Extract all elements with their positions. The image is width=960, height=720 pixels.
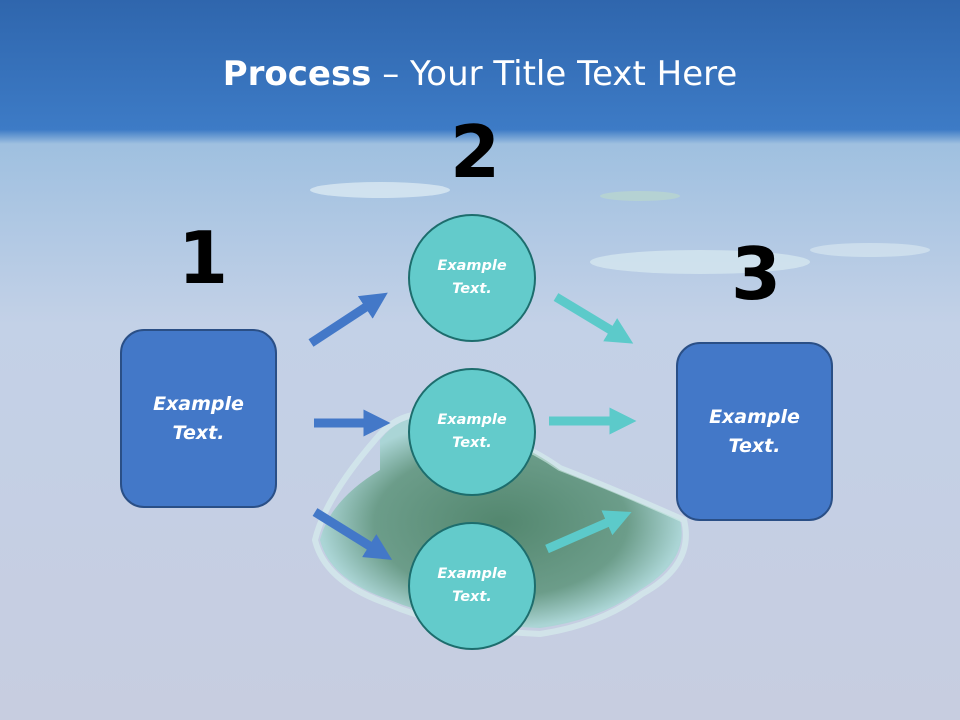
step-3-box: Example Text. [676,342,833,521]
step-number-1: 1 [178,216,229,300]
arrow-1-to-top [308,292,388,347]
step-2-text-top: Example Text. [437,258,507,297]
step-2-text-bottom: Example Text. [437,566,507,605]
arrow-top-to-3 [553,293,634,344]
step-1-box: Example Text. [120,329,277,508]
arrow-1-to-bottom [312,508,393,560]
step-2-circle-bottom: Example Text. [408,522,536,650]
slide-title: Process – Your Title Text Here [0,54,960,94]
step-2-circle-middle: Example Text. [408,368,536,496]
arrow-bottom-to-3 [545,510,632,554]
step-1-text: Example Text. [153,392,244,444]
title-rest: – Your Title Text Here [371,54,738,94]
step-2-circle-top: Example Text. [408,214,536,342]
step-3-text: Example Text. [709,405,800,457]
title-bold: Process [222,54,372,94]
step-number-3: 3 [731,232,782,316]
step-number-2: 2 [450,110,501,194]
step-2-text-middle: Example Text. [437,412,507,451]
